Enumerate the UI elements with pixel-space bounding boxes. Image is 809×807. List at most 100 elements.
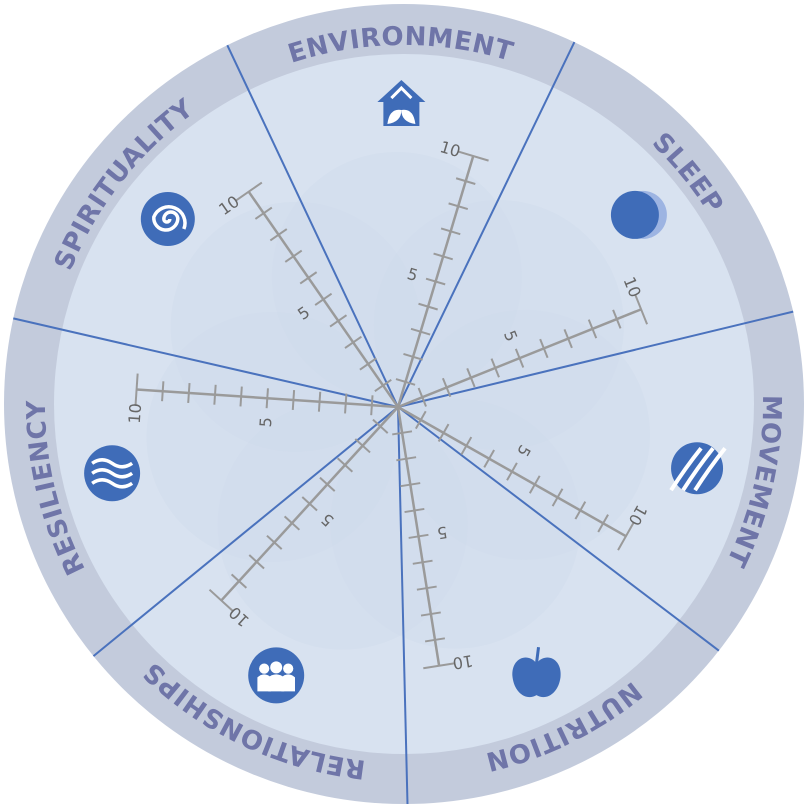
axis-tick (265, 388, 269, 409)
axis-environment: 510 (395, 137, 489, 408)
apple-icon (512, 646, 561, 698)
axis-tick (460, 436, 473, 455)
axis-tick (372, 418, 389, 434)
segment-divider (397, 406, 409, 805)
axis-tick (617, 521, 635, 551)
axis-resiliency: 510 (125, 373, 399, 428)
axis-tick (425, 277, 446, 286)
axis-tick (551, 488, 564, 507)
axis-tick (563, 328, 573, 349)
axis-tick (301, 496, 318, 512)
axis-tick (354, 438, 371, 454)
axis-tick (455, 177, 476, 185)
segment-divider (226, 44, 399, 408)
axis-tick (483, 449, 495, 468)
axis-tick (437, 423, 450, 443)
axis-tick (248, 554, 265, 570)
axis-tick (412, 559, 433, 565)
segment-divider (397, 310, 794, 408)
petal-shape (330, 398, 581, 649)
decorative-petals (146, 152, 650, 650)
petal-shape (170, 201, 421, 452)
axis-tick (161, 381, 165, 402)
axis-tick (213, 384, 217, 405)
axis-tick (344, 393, 348, 414)
axis-nutrition: 5 10 (392, 406, 474, 673)
axis-tick-label: 10 (451, 651, 474, 673)
axis-tick (266, 534, 283, 550)
axis-tick (284, 249, 303, 263)
segment-divider (92, 406, 399, 657)
axis-tick (414, 410, 427, 430)
axis-tick (230, 573, 248, 589)
axis-tick (187, 382, 191, 404)
segment-divider (13, 317, 399, 408)
axis-tick (234, 181, 263, 202)
axis-tick (410, 327, 431, 336)
axis-tick (424, 637, 446, 643)
axis-tick-label: 5 (256, 416, 276, 427)
axis-tick (344, 335, 362, 349)
axis-tick (417, 387, 427, 407)
axis-tick (269, 228, 288, 242)
segment-dividers (13, 41, 794, 805)
axis-tick (404, 507, 425, 514)
moon-icon (610, 190, 667, 239)
axis-tick (359, 357, 377, 371)
axis-tick (528, 475, 541, 494)
axis-tick (574, 501, 587, 520)
axis-tick (254, 206, 273, 220)
striped-ball-icon (669, 442, 727, 495)
axis-tick (506, 462, 518, 481)
axis-sleep: 510 (397, 274, 649, 409)
axis-tick (416, 585, 437, 591)
axis-tick (336, 457, 354, 473)
axis-tick (291, 389, 296, 411)
petal-shape (217, 399, 468, 650)
axis-tick (319, 476, 336, 492)
axis-tick (448, 202, 469, 211)
petal-shape (373, 200, 624, 451)
axis-tick (400, 482, 421, 488)
axis-tick-label: 5 (436, 522, 449, 542)
axis-tick (396, 456, 417, 462)
axis-tick (317, 391, 322, 412)
axis-tick (418, 302, 438, 311)
segment-icons (84, 80, 727, 704)
axis-tick (612, 309, 622, 329)
axis-tick (134, 373, 139, 406)
axis-tick (208, 588, 234, 612)
axis-tick (329, 314, 348, 328)
petal-shape (399, 309, 650, 560)
axis-tick (441, 377, 452, 398)
petal-shape (271, 152, 522, 403)
people-group-icon (248, 647, 305, 704)
axis-tick (423, 662, 456, 670)
axis-tick (440, 227, 461, 236)
segment-divider (397, 41, 576, 408)
axis-tick (420, 611, 441, 617)
axis-tick (239, 386, 243, 407)
axis-tick (433, 252, 454, 261)
axis-tick (403, 352, 423, 361)
spiral-icon (140, 192, 195, 247)
axis-tick (408, 533, 429, 539)
axis-tick (634, 294, 649, 325)
axis-tick (539, 338, 549, 359)
waves-icon (84, 445, 141, 502)
axis-tick (374, 378, 392, 392)
house-leaf-icon (377, 80, 426, 127)
axis-tick (597, 514, 609, 533)
axis-tick (514, 348, 525, 368)
axis-tick (392, 430, 413, 436)
axis-tick (299, 271, 318, 285)
axis-tick (314, 292, 333, 306)
petal-shape (146, 312, 397, 563)
axis-tick (466, 368, 476, 388)
axis-tick (587, 319, 598, 339)
segment-divider (397, 406, 720, 652)
axis-tick (457, 150, 489, 162)
axis-tick (370, 395, 374, 416)
axis-tick (490, 358, 500, 378)
